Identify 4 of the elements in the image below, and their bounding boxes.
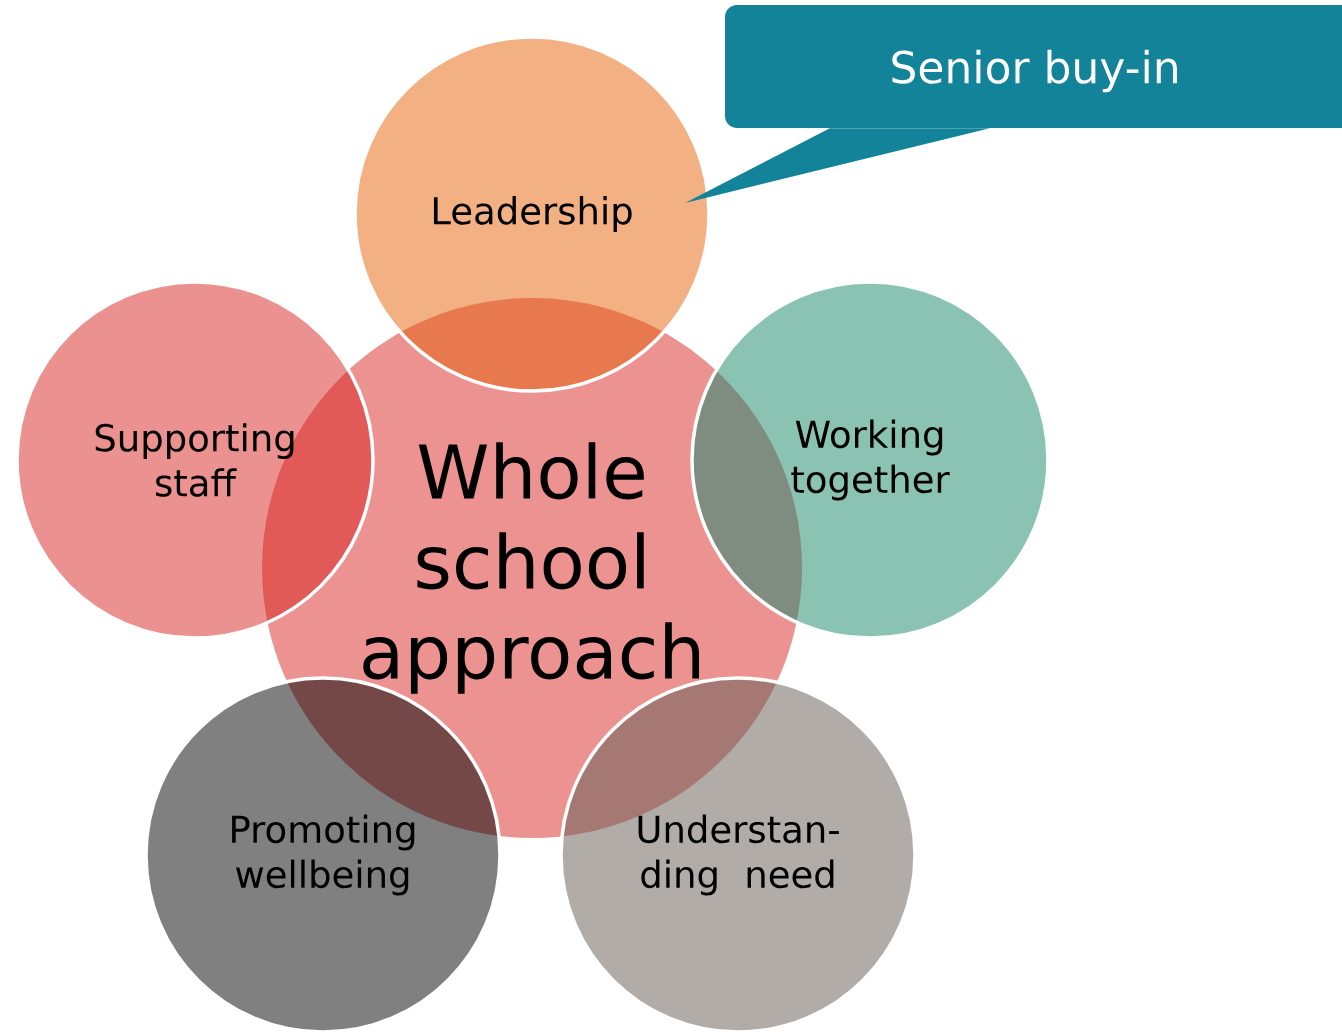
node-label: Leadership (433, 196, 632, 232)
node-label: wellbeing (236, 859, 409, 896)
node-label: ding need (641, 859, 834, 896)
callout-tail (685, 128, 990, 203)
